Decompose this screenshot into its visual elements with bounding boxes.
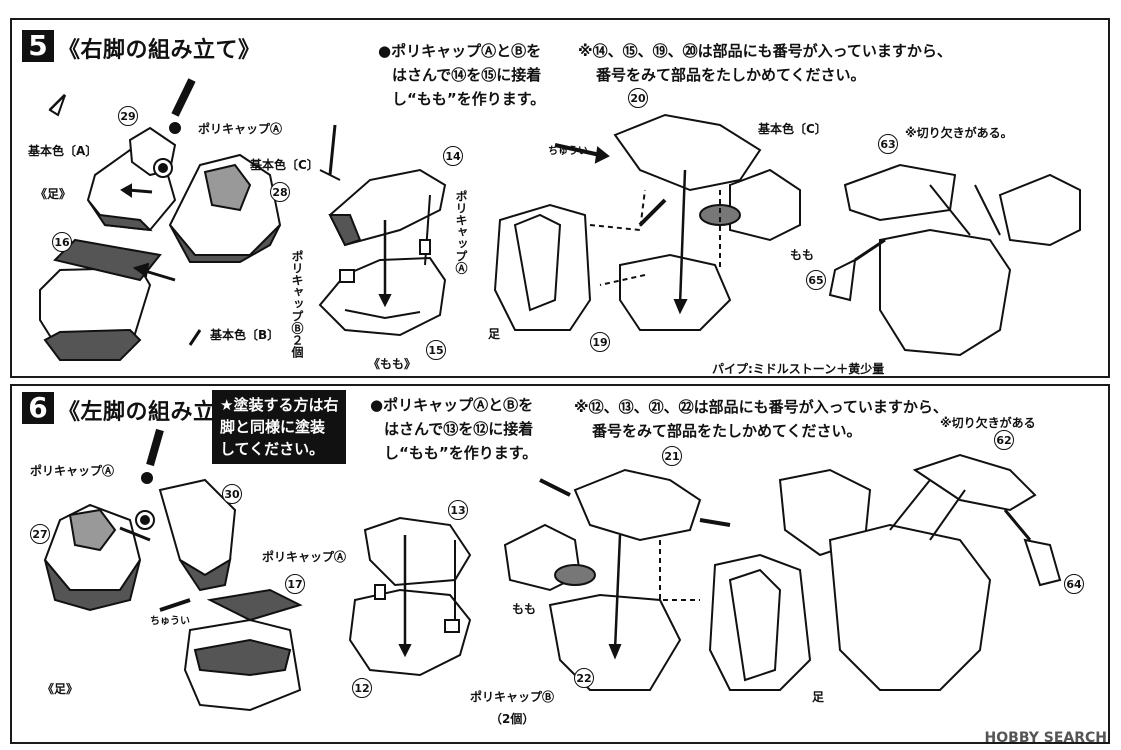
watermark: HOBBY SEARCH (984, 730, 1107, 746)
part-number: 12 (352, 678, 372, 698)
step5-instruction-line1: ●ポリキャップⒶとⒷを (378, 42, 542, 60)
step5-title: 《右脚の組み立て》 (58, 38, 261, 63)
step5-label-base-color-a: 基本色〔A〕 (28, 144, 98, 158)
step6-instruction-line3: し“もも”を作ります。 (384, 444, 538, 462)
step5-label-pipe: パイプ:ミドルストーン＋黄少量 (712, 362, 885, 376)
part-number: 19 (590, 332, 610, 352)
step5-label-base-color-c: 基本色〔C〕 (250, 158, 319, 172)
step5-caution-tag: ちゅうい (548, 146, 588, 157)
step5-label-momo: もも (790, 248, 815, 262)
step6-paint-note-line1: ★塗装する方は右 (220, 396, 339, 414)
part-number: 64 (1064, 574, 1084, 594)
step6-label-polycap-a2: ポリキャップⒶ (262, 550, 347, 564)
part-number: 28 (270, 182, 290, 202)
step5-thigh-assembly (318, 168, 447, 337)
step6-label-polycap-b: ポリキャップⒷ (470, 690, 555, 704)
part-number: 16 (52, 232, 72, 252)
step6-label-momo: もも (512, 602, 537, 616)
part-number: 65 (806, 270, 826, 290)
step6-number: 6 (22, 392, 54, 424)
step5-label-foot: 《足》 (35, 187, 72, 201)
step6-notice-line1: ※⑫、⑬、㉑、㉒は部品にも番号が入っていますから、 (574, 398, 948, 416)
step6-frame (10, 384, 1110, 744)
step5-frame (10, 18, 1110, 378)
part-number: 63 (878, 134, 898, 154)
step5-label-base-color-b: 基本色〔B〕 (210, 328, 280, 342)
part-number: 30 (222, 484, 242, 504)
part-number: 20 (628, 88, 648, 108)
step5-label-thigh: 《もも》 (368, 357, 417, 371)
step5-label-polycap-b-vertical: ポリキャップⒷ２個 (290, 250, 304, 358)
step6-label-polycap-a1: ポリキャップⒶ (30, 464, 115, 478)
step6-lower-leg-assembly (778, 453, 1062, 691)
part-number: 27 (30, 524, 50, 544)
part-number: 17 (285, 574, 305, 594)
step6-foot-assembly (43, 428, 303, 712)
step5-label-polycap-a: ポリキャップⒶ (198, 122, 283, 136)
step6-thigh-assembly (348, 516, 472, 677)
part-number: 29 (118, 106, 138, 126)
step5-number: 5 (22, 30, 54, 62)
step5-hip-assembly (493, 113, 801, 331)
step5-notice-line2: 番号をみて部品をたしかめてください。 (596, 66, 866, 84)
step5-foot-assembly (39, 78, 341, 361)
step6-instruction-line1: ●ポリキャップⒶとⒷを (370, 396, 534, 414)
step6-paint-note-line3: してください。 (220, 440, 325, 458)
step6-label-polycap-b-count: （2個） (490, 712, 535, 726)
step5-lower-leg-assembly (828, 163, 1081, 357)
step6-paint-note-line2: 脚と同様に塗装 (220, 418, 326, 436)
step5-label-notch: ※切り欠きがある。 (905, 126, 1013, 140)
step6-label-foot: 《足》 (42, 682, 79, 696)
part-number: 21 (662, 446, 682, 466)
step5-instruction-line3: し“もも”を作ります。 (392, 90, 546, 108)
part-number: 62 (994, 430, 1014, 450)
step5-label-ashi: 足 (488, 327, 501, 341)
step5-label-base-color-c2: 基本色〔C〕 (758, 122, 827, 136)
step5-notice-line1: ※⑭、⑮、⑲、⑳は部品にも番号が入っていますから、 (578, 42, 952, 60)
part-number: 14 (443, 146, 463, 166)
step6-notice-line2: 番号をみて部品をたしかめてください。 (592, 422, 862, 440)
step5-instruction-line2: はさんで⑭を⑮に接着 (392, 66, 542, 84)
step6-label-ashi: 足 (812, 690, 825, 704)
step6-paint-note: ★塗装する方は右 脚と同様に塗装 してください。 (212, 390, 347, 464)
step6-hip-assembly (503, 468, 812, 691)
part-number: 15 (426, 340, 446, 360)
step6-label-notch: ※切り欠きがある (940, 416, 1036, 430)
step6-caution-tag: ちゅうい (150, 616, 190, 627)
part-number: 13 (448, 500, 468, 520)
step5-label-polycap-a-vertical: ポリキャップⒶ (454, 190, 468, 274)
step6-instruction-line2: はさんで⑬を⑫に接着 (384, 420, 534, 438)
part-number: 22 (574, 668, 594, 688)
